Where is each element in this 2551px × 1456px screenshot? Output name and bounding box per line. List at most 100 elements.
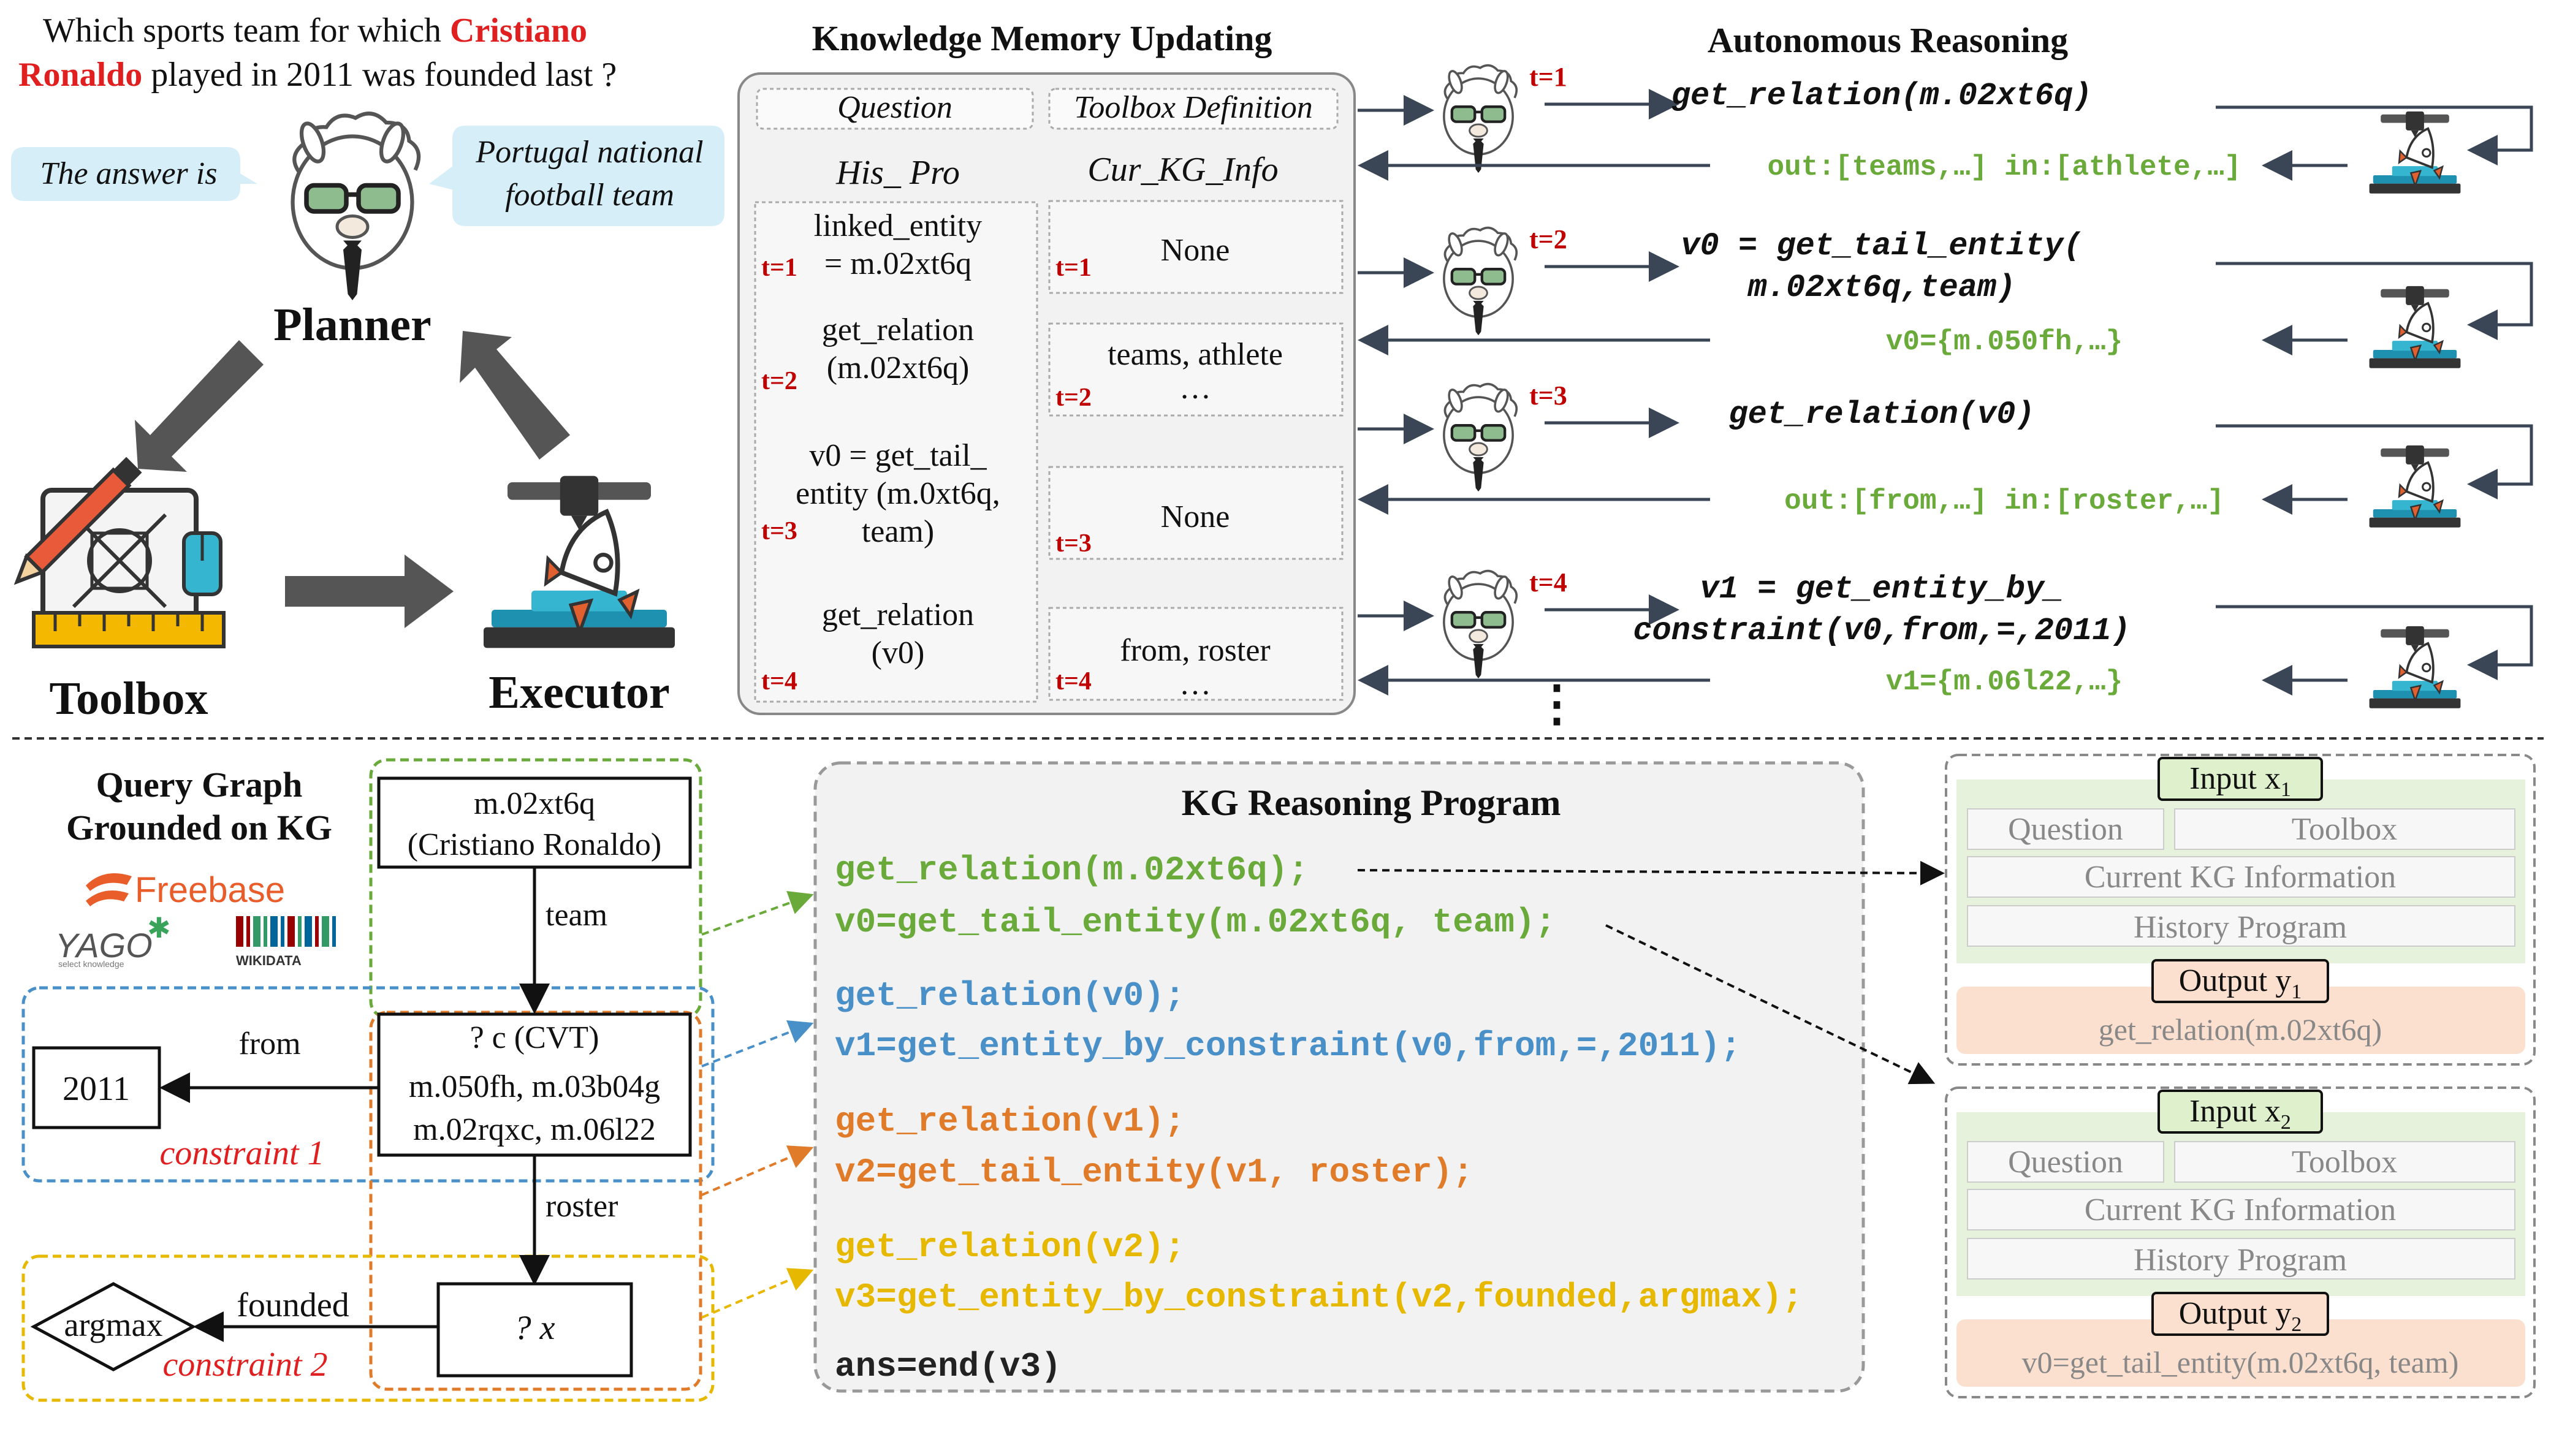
program-line: get_relation(v1);	[835, 1102, 1185, 1141]
planner-llama-icon	[293, 113, 419, 300]
executor-output: v0={m.050fh,…}	[1886, 326, 2123, 358]
history-field	[1967, 905, 2515, 947]
program-panel	[813, 761, 1865, 1393]
founded-edge-label: founded	[237, 1286, 349, 1324]
answer-node	[436, 1282, 633, 1378]
freebase-logo: Freebase	[86, 870, 285, 910]
his-pro-line: = m.02xt6q	[824, 246, 971, 281]
question-text: Which sports team for which Cristiano	[43, 12, 587, 50]
output-value: get_relation(m.02xt6q)	[2099, 1012, 2382, 1047]
yellow-region	[21, 1254, 715, 1402]
his-pro-step-label: t=1	[761, 254, 797, 282]
executor-icon	[484, 476, 675, 648]
his-pro-step-label: t=2	[761, 367, 797, 395]
his-pro-step-label: t=4	[761, 667, 797, 696]
reasoning-llama-icon	[1444, 228, 1516, 336]
blue-link-arrow	[701, 1020, 814, 1067]
cur-kg-step-label: t=1	[1055, 254, 1092, 282]
executor-return-arrow	[2216, 105, 2533, 165]
question-field-label: Question	[2008, 1145, 2123, 1180]
argmax-node	[30, 1282, 197, 1371]
cur-kg-box-3	[1048, 466, 1344, 560]
kg-info-field-label: Current KG Information	[2085, 860, 2396, 895]
cycle-arrows	[135, 331, 570, 628]
output-label-box	[2151, 959, 2329, 1003]
program-line: v2=get_tail_entity(v1, roster);	[835, 1153, 1473, 1192]
action-code: get_relation(v0)	[1728, 396, 2034, 433]
kg-info-field	[1967, 856, 2515, 898]
answer-variable: ? x	[514, 1309, 555, 1347]
history-field	[1967, 1238, 2515, 1280]
cur-kg-header: Cur_KG_Info	[1087, 151, 1278, 189]
action-code: v0 = get_tail_entity(	[1681, 228, 2082, 264]
toolbox-header-box	[1048, 88, 1339, 130]
history-field-label: History Program	[2134, 910, 2347, 945]
his-pro-line: linked_entity	[814, 208, 982, 243]
toolbox-icon	[13, 457, 226, 648]
sample-output-area	[1956, 1319, 2525, 1387]
question-text-line-2: Ronaldo played in 2011 was founded last …	[18, 56, 617, 94]
speech-bubble-right	[452, 126, 724, 226]
reasoning-executor-icon	[2368, 624, 2462, 710]
program-line: v1=get_entity_by_constraint(v0,from,=,20…	[835, 1026, 1741, 1066]
cur-kg-box-4	[1048, 607, 1344, 701]
constraint-1-label: constraint 1	[159, 1134, 324, 1172]
executor-output: out:[from,…] in:[roster,…]	[1784, 485, 2224, 517]
output-label-box	[2151, 1292, 2329, 1336]
action-code: m.02xt6q,team)	[1747, 270, 2016, 306]
program-line: ans=end(v3)	[835, 1347, 1062, 1386]
program-line: get_relation(v0);	[835, 976, 1185, 1015]
reasoning-executor-icon	[2368, 284, 2462, 370]
year-node	[32, 1046, 161, 1129]
output-label: Output y2	[2179, 1296, 2302, 1336]
svg-text:✱: ✱	[147, 912, 171, 944]
argmax-label: argmax	[64, 1306, 163, 1343]
cur-kg-box-1	[1048, 200, 1344, 294]
his-pro-step-label: t=3	[761, 517, 797, 545]
question-header: Question	[837, 90, 952, 125]
executor-output: v1={m.06l22,…}	[1886, 666, 2123, 698]
toolbox-label: Toolbox	[49, 673, 208, 724]
reasoning-llama-icon	[1444, 571, 1516, 679]
planner-label: Planner	[273, 299, 432, 351]
step-label: t=4	[1529, 567, 1567, 597]
reasoning-llama-icon	[1444, 66, 1516, 173]
cur-kg-line: from, roster	[1120, 633, 1270, 668]
cur-kg-box-2	[1048, 322, 1344, 417]
toolbox-definition-header: Toolbox Definition	[1074, 90, 1313, 125]
team-edge-label: team	[546, 898, 607, 933]
cur-kg-line: …	[1179, 667, 1211, 702]
cur-kg-line: …	[1179, 371, 1211, 406]
executor-output: out:[teams,…] in:[athlete,…]	[1768, 151, 2241, 183]
executor-return-arrow	[2216, 605, 2533, 680]
cvt-title: ? c (CVT)	[470, 1020, 599, 1055]
year-value: 2011	[63, 1070, 130, 1108]
cur-kg-line: None	[1161, 233, 1230, 268]
kg-info-field-label: Current KG Information	[2085, 1192, 2396, 1227]
svg-text:select knowledge: select knowledge	[58, 959, 124, 969]
input-label: Input x2	[2189, 1094, 2291, 1134]
constraint-2-label: constraint 2	[162, 1346, 327, 1384]
reasoning-executor-icon	[2368, 110, 2462, 195]
his-pro-line: team)	[862, 514, 934, 549]
action-code: get_relation(m.02xt6q)	[1671, 78, 2093, 114]
action-code: v1 = get_entity_by_	[1700, 571, 2064, 607]
cur-kg-step-label: t=2	[1055, 384, 1092, 412]
step-label: t=3	[1529, 381, 1567, 411]
program-lines: get_relation(m.02xt6q);v0=get_tail_entit…	[835, 851, 1803, 1386]
executor-label: Executor	[489, 667, 669, 718]
question-field	[1967, 1141, 2164, 1183]
green-link-arrow	[701, 891, 814, 936]
svg-text:YAGO: YAGO	[55, 926, 153, 965]
cvt-node	[377, 1012, 692, 1157]
step-label: t=2	[1529, 224, 1567, 254]
orange-link-arrow	[701, 1145, 814, 1196]
from-edge-label: from	[238, 1026, 300, 1061]
toolbox-field	[2174, 808, 2515, 850]
his-pro-header: His_ Pro	[835, 154, 960, 192]
entity-name: (Cristiano Ronaldo)	[408, 827, 662, 862]
entity-node	[377, 776, 692, 869]
